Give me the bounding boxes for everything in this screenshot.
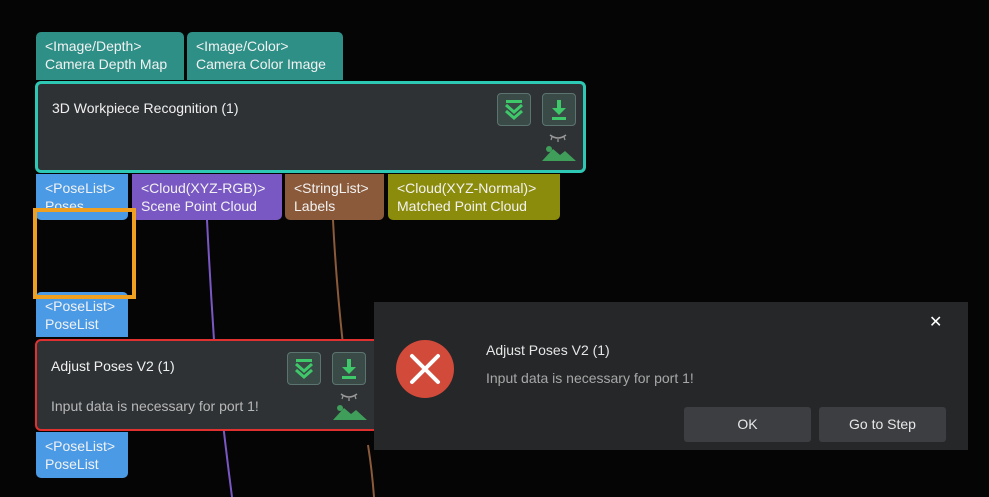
download-icon bbox=[552, 100, 566, 120]
port-name: Camera Color Image bbox=[196, 56, 326, 72]
port-camera-depth-map[interactable]: <Image/Depth> Camera Depth Map bbox=[36, 32, 184, 80]
collapse-button[interactable] bbox=[287, 352, 321, 385]
go-to-step-button[interactable]: Go to Step bbox=[819, 407, 946, 442]
download-button[interactable] bbox=[332, 352, 366, 385]
port-name: Scene Point Cloud bbox=[141, 198, 257, 214]
port-type: <Image/Depth> bbox=[45, 38, 142, 54]
port-name: Camera Depth Map bbox=[45, 56, 168, 72]
port-name: PoseList bbox=[45, 456, 99, 472]
port-name: PoseList bbox=[45, 316, 99, 332]
port-scene-point-cloud[interactable]: <Cloud(XYZ-RGB)> Scene Point Cloud bbox=[132, 174, 282, 220]
close-icon[interactable]: ✕ bbox=[929, 312, 943, 331]
dialog-message: Input data is necessary for port 1! bbox=[486, 370, 694, 386]
download-icon bbox=[342, 359, 356, 379]
port-camera-color-image[interactable]: <Image/Color> Camera Color Image bbox=[187, 32, 343, 80]
collapse-button[interactable] bbox=[497, 93, 531, 126]
collapse-icon bbox=[295, 359, 313, 379]
download-button[interactable] bbox=[542, 93, 576, 126]
port-name: Labels bbox=[294, 198, 336, 214]
port-type: <PoseList> bbox=[45, 298, 116, 314]
port-name: Matched Point Cloud bbox=[397, 198, 527, 214]
port-poselist-output[interactable]: <PoseList> PoseList bbox=[36, 432, 128, 478]
error-dialog: ✕ Adjust Poses V2 (1) Input data is nece… bbox=[374, 302, 968, 450]
dialog-title: Adjust Poses V2 (1) bbox=[486, 342, 610, 358]
port-type: <Cloud(XYZ-RGB)> bbox=[141, 180, 266, 196]
error-icon bbox=[396, 340, 454, 398]
visibility-icon[interactable] bbox=[331, 388, 369, 422]
port-type: <PoseList> bbox=[45, 180, 116, 196]
adjust-poses-node[interactable]: Adjust Poses V2 (1) Input data is necess… bbox=[35, 339, 380, 431]
recognition-node[interactable]: 3D Workpiece Recognition (1) bbox=[35, 81, 586, 173]
port-type: <Cloud(XYZ-Normal)> bbox=[397, 180, 537, 196]
node-error-message: Input data is necessary for port 1! bbox=[51, 398, 259, 414]
port-type: <PoseList> bbox=[45, 438, 116, 454]
missing-connection-highlight bbox=[33, 208, 136, 299]
port-type: <Image/Color> bbox=[196, 38, 289, 54]
node-title: 3D Workpiece Recognition (1) bbox=[52, 100, 239, 116]
port-labels[interactable]: <StringList> Labels bbox=[285, 174, 384, 220]
node-title: Adjust Poses V2 (1) bbox=[51, 358, 175, 374]
visibility-icon[interactable] bbox=[540, 129, 578, 163]
port-poselist-input[interactable]: <PoseList> PoseList bbox=[36, 292, 128, 337]
collapse-icon bbox=[505, 100, 523, 120]
port-type: <StringList> bbox=[294, 180, 369, 196]
ok-button[interactable]: OK bbox=[684, 407, 811, 442]
port-matched-point-cloud[interactable]: <Cloud(XYZ-Normal)> Matched Point Cloud bbox=[388, 174, 560, 220]
